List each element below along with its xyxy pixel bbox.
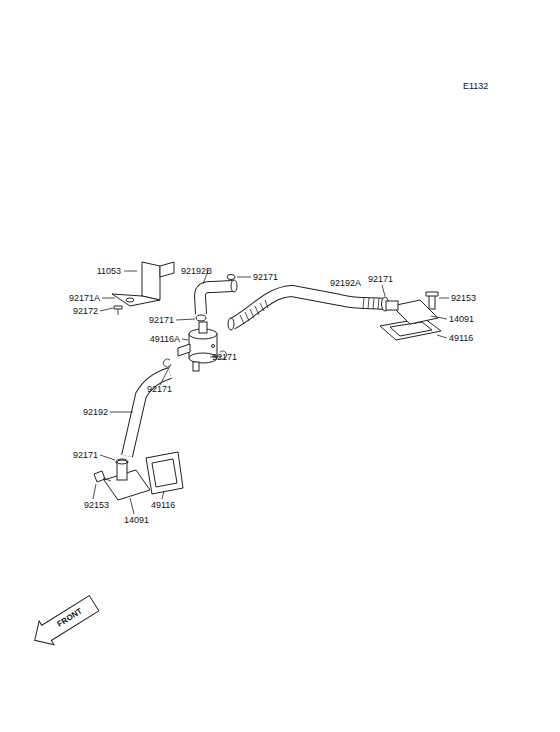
figure-id: E1132	[463, 82, 488, 91]
callout-number: 92153	[84, 501, 109, 510]
callout-number: 92153	[451, 294, 476, 303]
callout-number: 92192A	[330, 279, 361, 288]
callout-number: 14091	[449, 315, 474, 324]
callout-number: 92171	[147, 385, 172, 394]
callout-number: 92192B	[181, 267, 212, 276]
callout-number: 49116	[449, 334, 473, 343]
callout-number: 92171	[212, 353, 237, 362]
callout-number: 11053	[97, 267, 121, 276]
callout-number: 92171	[253, 273, 278, 282]
callout-number: 92171	[73, 451, 98, 460]
callout-number: 14091	[124, 516, 149, 525]
callout-number: 92172	[73, 307, 98, 316]
callout-number: 92171	[368, 275, 393, 284]
callout-number: 92171A	[69, 294, 100, 303]
callout-number: 92192	[83, 408, 108, 417]
callout-number: 49116	[151, 501, 175, 510]
callout-number: 49116A	[150, 335, 180, 344]
callout-number: 92171	[149, 316, 174, 325]
